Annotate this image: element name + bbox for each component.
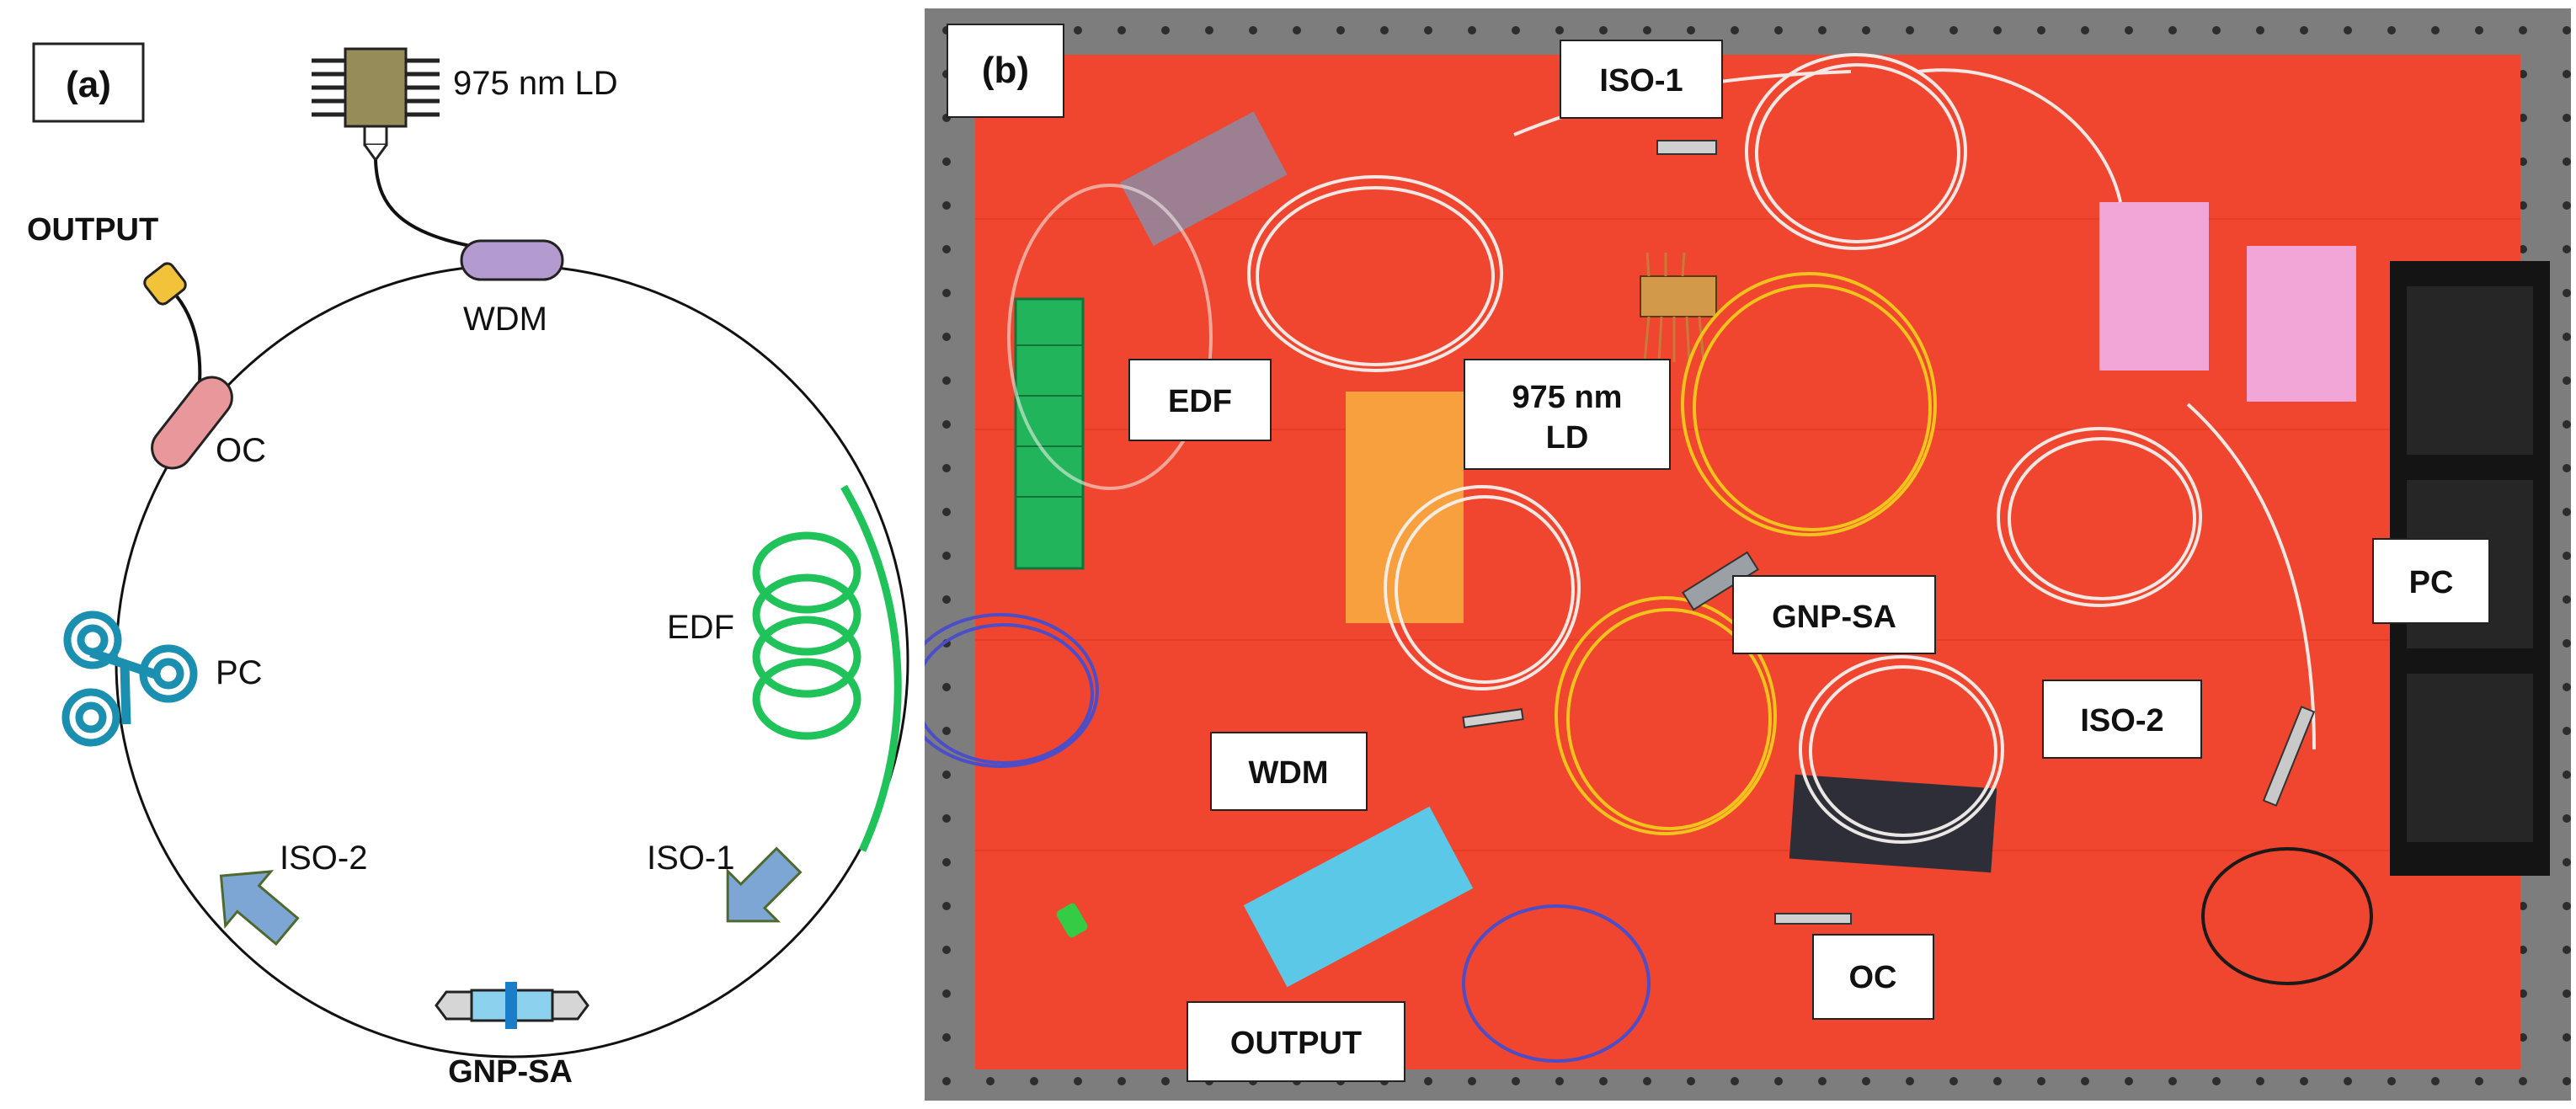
wdm-coupler-icon bbox=[460, 239, 564, 281]
tape-top-left bbox=[1119, 111, 1288, 246]
blue-fiber-coils bbox=[925, 613, 1651, 1063]
ld-pigtail-fiber bbox=[374, 159, 515, 254]
pc-label: PC bbox=[216, 654, 263, 691]
yellow-fiber-coils bbox=[1555, 272, 1937, 835]
label-pc: PC bbox=[2372, 538, 2490, 624]
edf-label: EDF bbox=[667, 609, 734, 646]
wdm-device bbox=[1462, 708, 1524, 728]
label-output: OUTPUT bbox=[1187, 1001, 1405, 1082]
tape-pink-2 bbox=[2247, 246, 2356, 402]
label-iso2-text: ISO-2 bbox=[2080, 703, 2163, 738]
label-oc: OC bbox=[1812, 934, 1934, 1020]
wdm-label: WDM bbox=[463, 301, 547, 338]
laser-diode-icon bbox=[312, 47, 440, 163]
black-fiber-coil bbox=[2201, 847, 2373, 985]
edf-holder bbox=[1014, 297, 1085, 570]
photo-panel: (b) ISO-1 EDF 975 nm LD GNP-SA PC ISO-2 … bbox=[925, 8, 2571, 1101]
output-connector-icon bbox=[143, 262, 187, 306]
polarization-controller-icon bbox=[61, 610, 198, 747]
iso1-device bbox=[1656, 140, 1717, 155]
label-iso1-text: ISO-1 bbox=[1599, 63, 1683, 99]
iso2-arrow-icon bbox=[219, 870, 300, 946]
tape-blue bbox=[1243, 806, 1474, 988]
panel-a-tag: (a) bbox=[66, 64, 111, 105]
label-iso1: ISO-1 bbox=[1560, 40, 1723, 119]
label-edf: EDF bbox=[1128, 359, 1272, 441]
sa-mount bbox=[1789, 774, 1997, 873]
schematic-panel: (a) 975 nm LD WDM OUTPUT OC bbox=[27, 42, 909, 1090]
label-ld-line1: 975 nm bbox=[1512, 380, 1623, 415]
iso1-label: ISO-1 bbox=[647, 840, 734, 877]
label-oc-text: OC bbox=[1849, 960, 1897, 995]
label-edf-text: EDF bbox=[1168, 384, 1232, 419]
label-gnp-sa-text: GNP-SA bbox=[1772, 600, 1896, 635]
label-pc-text: PC bbox=[2409, 565, 2454, 600]
gnp-sa-device bbox=[1682, 551, 1759, 611]
iso2-label: ISO-2 bbox=[280, 840, 367, 877]
gnp-sa-icon bbox=[435, 982, 589, 1029]
label-iso2: ISO-2 bbox=[2042, 680, 2202, 759]
label-output-text: OUTPUT bbox=[1230, 1026, 1362, 1061]
output-connector bbox=[1056, 903, 1088, 938]
laser-diode-module bbox=[1640, 252, 1717, 363]
iso1-arrow-icon bbox=[726, 846, 803, 923]
gnp-sa-label: GNP-SA bbox=[448, 1054, 573, 1090]
panel-a-tag-box bbox=[32, 42, 145, 123]
tape-pink-1 bbox=[2099, 202, 2209, 371]
label-gnp-sa: GNP-SA bbox=[1732, 575, 1936, 654]
output-fiber bbox=[175, 295, 202, 395]
label-ld: 975 nm LD bbox=[1464, 359, 1671, 470]
label-wdm: WDM bbox=[1210, 732, 1368, 811]
oc-label: OC bbox=[216, 432, 266, 469]
output-label: OUTPUT bbox=[27, 212, 158, 248]
iso2-device bbox=[2262, 706, 2316, 807]
edf-coil-icon bbox=[752, 484, 902, 852]
ld-label: 975 nm LD bbox=[453, 65, 618, 102]
label-wdm-text: WDM bbox=[1249, 755, 1329, 791]
panel-b-tag-box: (b) bbox=[947, 24, 1064, 118]
oc-device bbox=[1774, 913, 1852, 925]
output-coupler-icon bbox=[151, 376, 233, 470]
panel-b-tag: (b) bbox=[982, 50, 1029, 91]
label-ld-line2: LD bbox=[1546, 420, 1589, 456]
